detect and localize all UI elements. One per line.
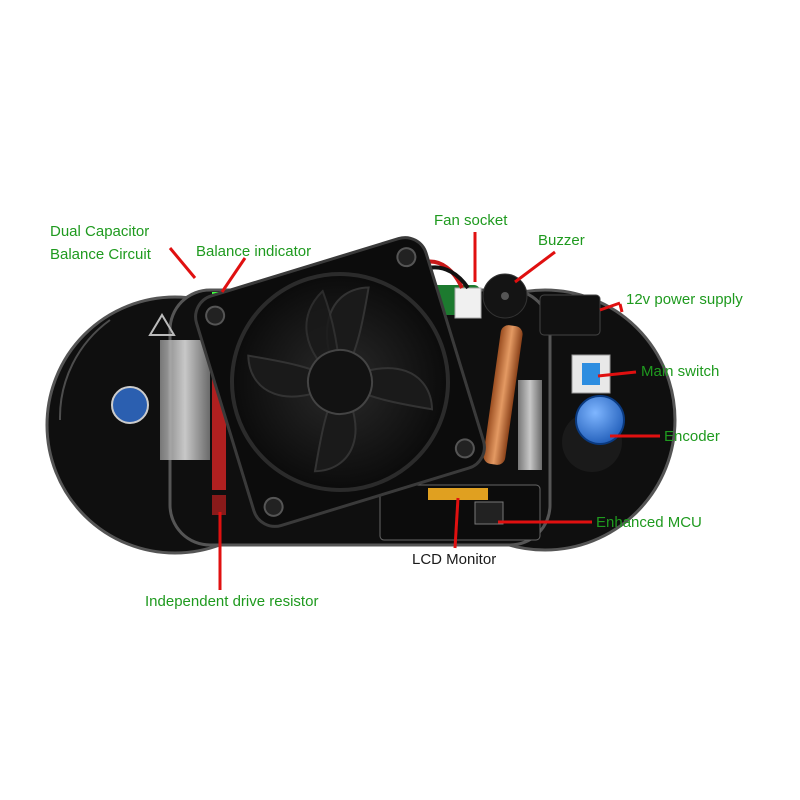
lcd-module: [379, 484, 541, 541]
copper-bar: [483, 325, 523, 465]
label-drive-resistor: Independent drive resistor: [145, 593, 319, 610]
label-dual-capacitor-line1: Dual Capacitor: [50, 223, 150, 240]
pointer-balance-indicator: [220, 257, 247, 293]
pointer-main-switch: [597, 370, 637, 378]
left-heatsink: [160, 340, 210, 460]
fan-connector: [454, 287, 482, 319]
encoder-knob[interactable]: [575, 395, 625, 445]
label-power-supply: 12v power supply: [626, 291, 743, 308]
label-encoder: Encoder: [664, 428, 720, 445]
warning-symbol: [148, 313, 176, 336]
buzzer-hole: [501, 292, 509, 300]
mcu-chip: [474, 501, 504, 525]
fan-screw-tr: [396, 247, 417, 268]
pointer-lines: [168, 232, 660, 590]
left-capacitor: [111, 386, 149, 424]
pointer-lcd-monitor: [453, 497, 460, 549]
pointer-power-supply-ext: [618, 303, 624, 313]
fan-hub: [307, 349, 373, 415]
label-main-switch: Main switch: [641, 363, 720, 380]
right-heatsink: [518, 380, 542, 470]
board-sheen: [58, 319, 111, 421]
cooling-fan: [194, 236, 486, 528]
fan-screw-br: [454, 438, 475, 459]
resistor-r13: [212, 495, 226, 515]
lcd-header: [428, 488, 488, 500]
label-lcd-monitor: LCD Monitor: [412, 551, 497, 568]
main-switch-button[interactable]: [582, 363, 600, 385]
label-enhanced-mcu: Enhanced MCU: [596, 514, 702, 531]
pointer-power-supply: [599, 301, 621, 312]
fan-screw-bl: [263, 496, 284, 517]
pointer-buzzer: [514, 250, 556, 284]
label-fan-socket: Fan socket: [434, 212, 508, 229]
label-balance-indicator: Balance indicator: [196, 243, 312, 260]
fan-screw-tl: [205, 305, 226, 326]
pointer-dual-capacitor: [168, 247, 197, 279]
power-jack: [539, 294, 601, 336]
label-buzzer: Buzzer: [538, 232, 585, 249]
label-dual-capacitor-line2: Balance Circuit: [50, 246, 151, 263]
